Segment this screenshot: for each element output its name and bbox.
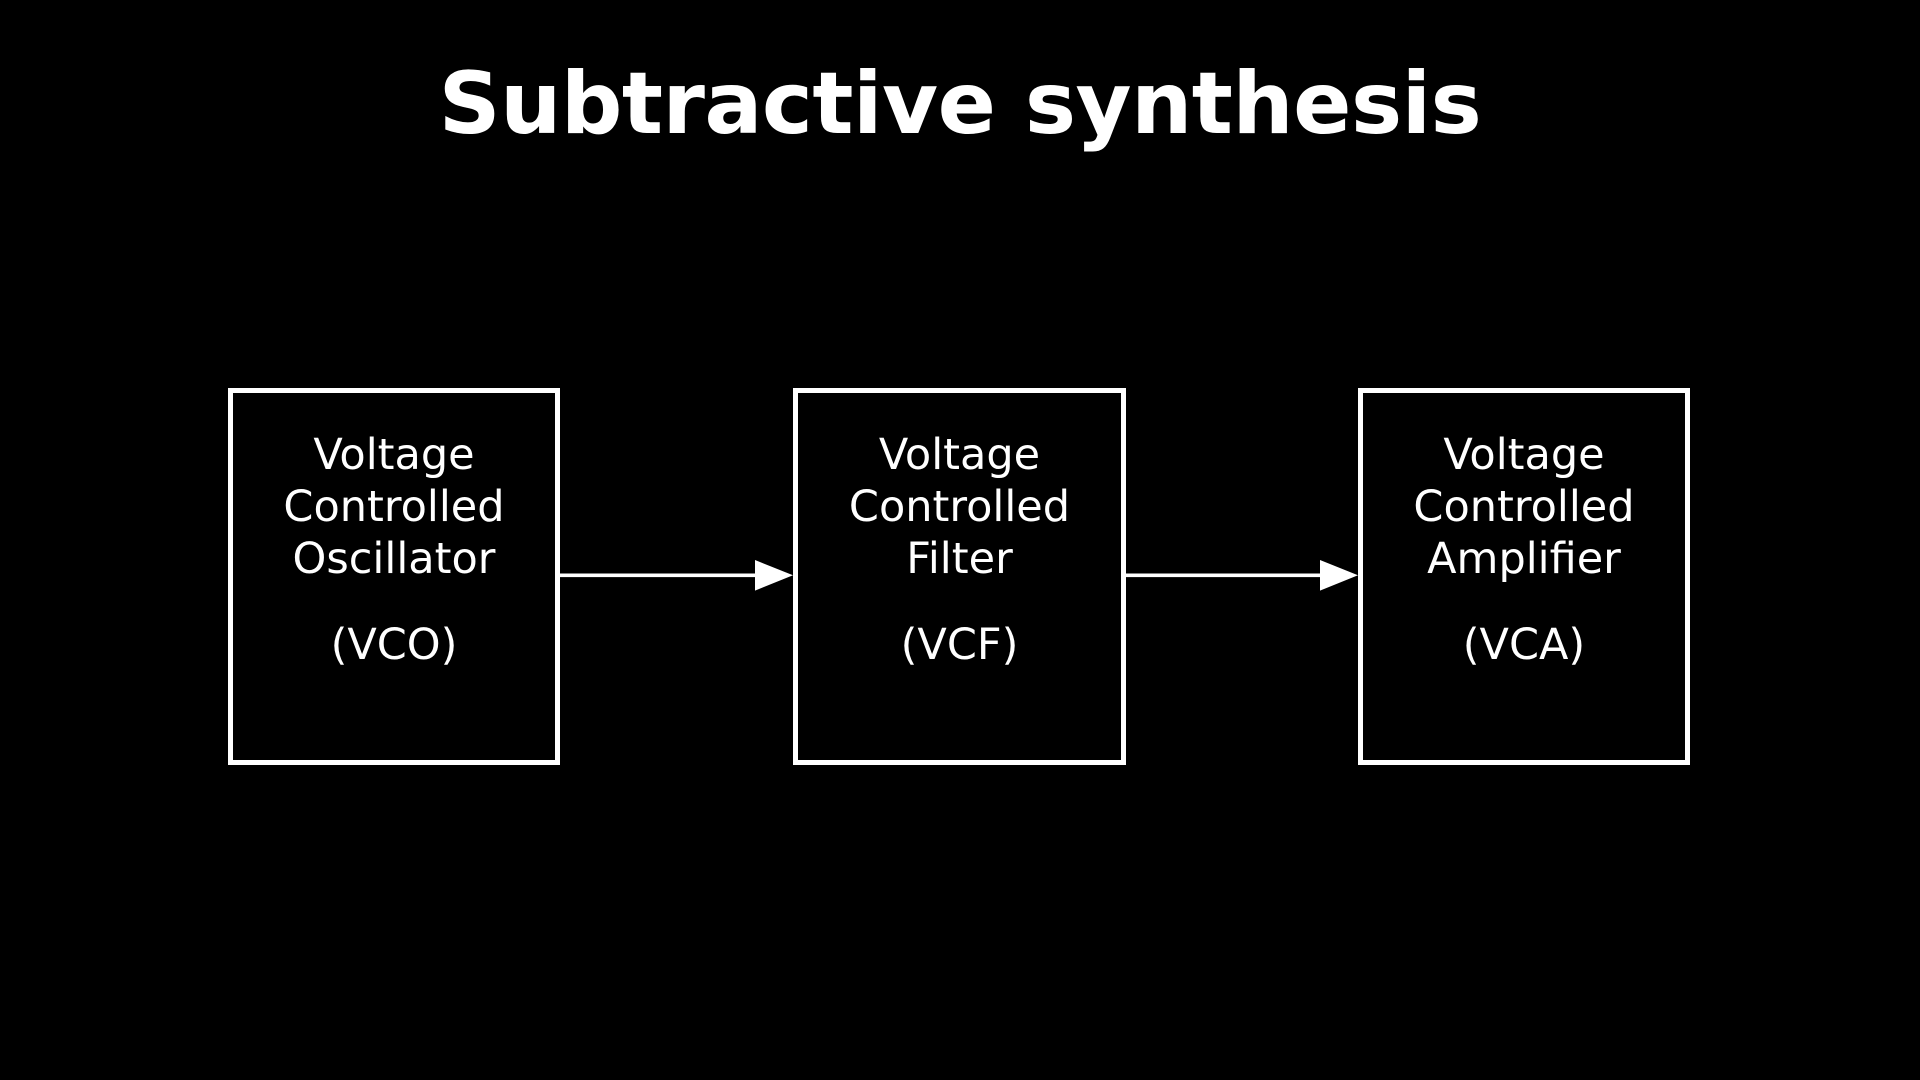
module-box-vco[interactable]: Voltage Controlled Oscillator (VCO) <box>228 388 560 765</box>
module-vca-line-3: Amplifier <box>1427 534 1621 584</box>
module-vcf-line-1: Voltage <box>878 430 1041 480</box>
module-vco-line-3: Oscillator <box>292 534 496 584</box>
module-box-vcf[interactable]: Voltage Controlled Filter (VCF) <box>793 388 1126 765</box>
module-vca-line-2: Controlled <box>1413 482 1635 532</box>
connector-arrow-vco-to-vcf <box>560 556 793 596</box>
module-vcf-line-2: Controlled <box>848 482 1071 532</box>
module-vcf-abbreviation: (VCF) <box>900 620 1019 670</box>
module-vco-name: Voltage Controlled Oscillator <box>233 429 555 585</box>
module-vca-line-1: Voltage <box>1443 430 1605 480</box>
module-vcf-line-3: Filter <box>906 534 1013 584</box>
module-box-vca[interactable]: Voltage Controlled Amplifier (VCA) <box>1358 388 1690 765</box>
module-vca-name: Voltage Controlled Amplifier <box>1363 429 1685 585</box>
page-title: Subtractive synthesis <box>438 54 1482 154</box>
connector-arrow-vcf-to-vca <box>1126 556 1358 596</box>
module-vco-abbreviation: (VCO) <box>330 620 458 670</box>
module-vco-line-2: Controlled <box>283 482 505 532</box>
module-vcf-name: Voltage Controlled Filter <box>798 429 1121 585</box>
module-vco-line-1: Voltage <box>313 430 475 480</box>
module-vca-abbreviation: (VCA) <box>1462 620 1586 670</box>
